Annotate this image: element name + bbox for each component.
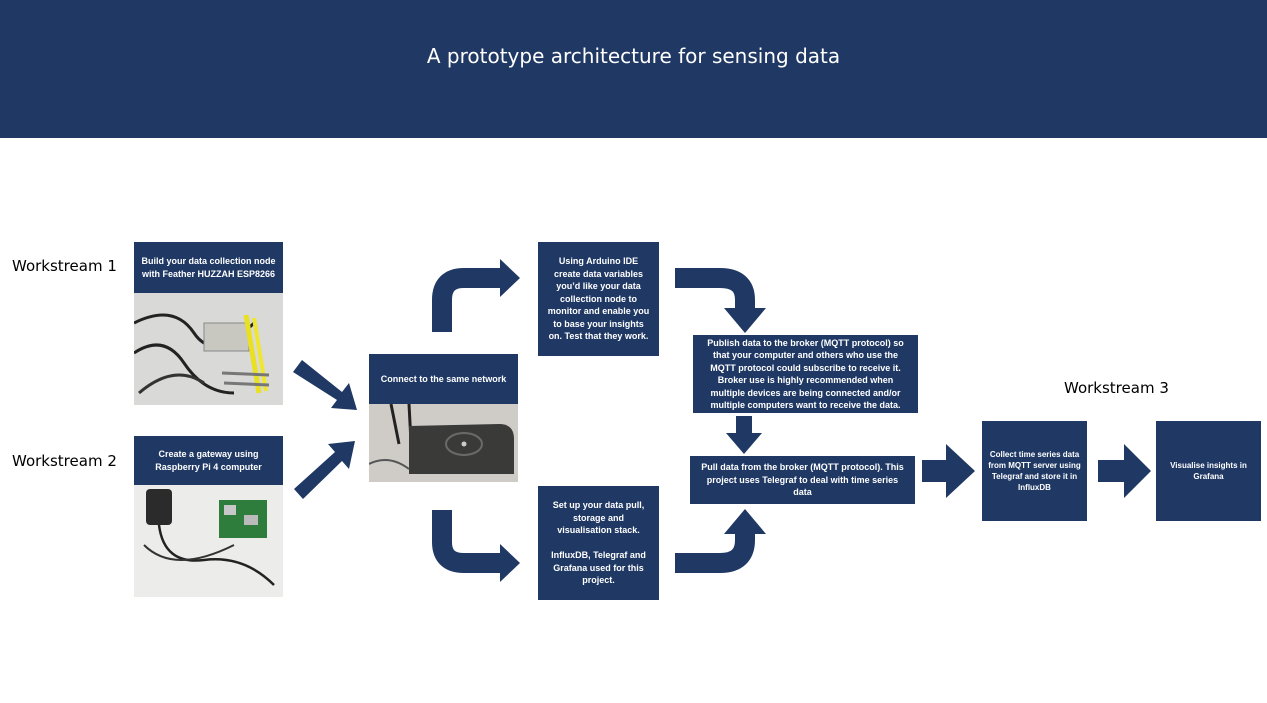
arrow-down-pull (726, 416, 762, 454)
collect-box: Collect time series data from MQTT serve… (982, 421, 1087, 521)
arrowhead-down (500, 544, 520, 582)
visualise-box: Visualise insights in Grafana (1156, 421, 1261, 521)
page-title: A prototype architecture for sensing dat… (426, 44, 841, 68)
build-node-text: Build your data collection node with Fea… (141, 256, 276, 279)
workstream-2-label: Workstream 2 (12, 452, 117, 470)
feather-photo (134, 293, 283, 405)
network-text: Connect to the same network (380, 373, 507, 384)
publish-box: Publish data to the broker (MQTT protoco… (693, 335, 918, 413)
workstream-3-label: Workstream 3 (1064, 379, 1169, 397)
curved-arrow-up (432, 268, 503, 332)
raspberry-pi-photo (134, 485, 283, 597)
arrow-right-visualise (1098, 444, 1151, 498)
workstream-1-label: Workstream 1 (12, 257, 117, 275)
visualise-text: Visualise insights in Grafana (1170, 461, 1247, 481)
raspberry-pi-image (134, 485, 283, 597)
header-banner: A prototype architecture for sensing dat… (0, 0, 1267, 138)
router-photo (369, 404, 518, 482)
curved-arrow-down (432, 510, 503, 573)
feather-board-image (134, 293, 283, 405)
arrowhead-up (500, 259, 520, 297)
arduino-text: Using Arduino IDE create data variables … (547, 256, 650, 342)
pull-box: Pull data from the broker (MQTT protocol… (690, 456, 915, 504)
arrow-down-right (293, 360, 357, 410)
collect-text: Collect time series data from MQTT serve… (988, 450, 1081, 492)
arrow-right-collect (922, 444, 975, 498)
publish-text: Publish data to the broker (MQTT protoco… (707, 337, 904, 411)
stack-box: Set up your data pull, storage and visua… (538, 486, 659, 600)
curved-arrow-to-publish (675, 268, 755, 310)
arrow-up-right (294, 441, 355, 499)
gateway-box: Create a gateway using Raspberry Pi 4 co… (134, 436, 283, 485)
arrowhead-publish (724, 308, 766, 333)
gateway-text: Create a gateway using Raspberry Pi 4 co… (155, 449, 262, 472)
network-box: Connect to the same network (369, 354, 518, 404)
arduino-box: Using Arduino IDE create data variables … (538, 242, 659, 356)
router-image (369, 404, 518, 482)
arrowhead-pull (724, 509, 766, 534)
stack-text: Set up your data pull, storage and visua… (551, 500, 646, 586)
curved-arrow-to-pull (675, 532, 755, 573)
build-node-box: Build your data collection node with Fea… (134, 242, 283, 293)
pull-text: Pull data from the broker (MQTT protocol… (701, 462, 904, 498)
